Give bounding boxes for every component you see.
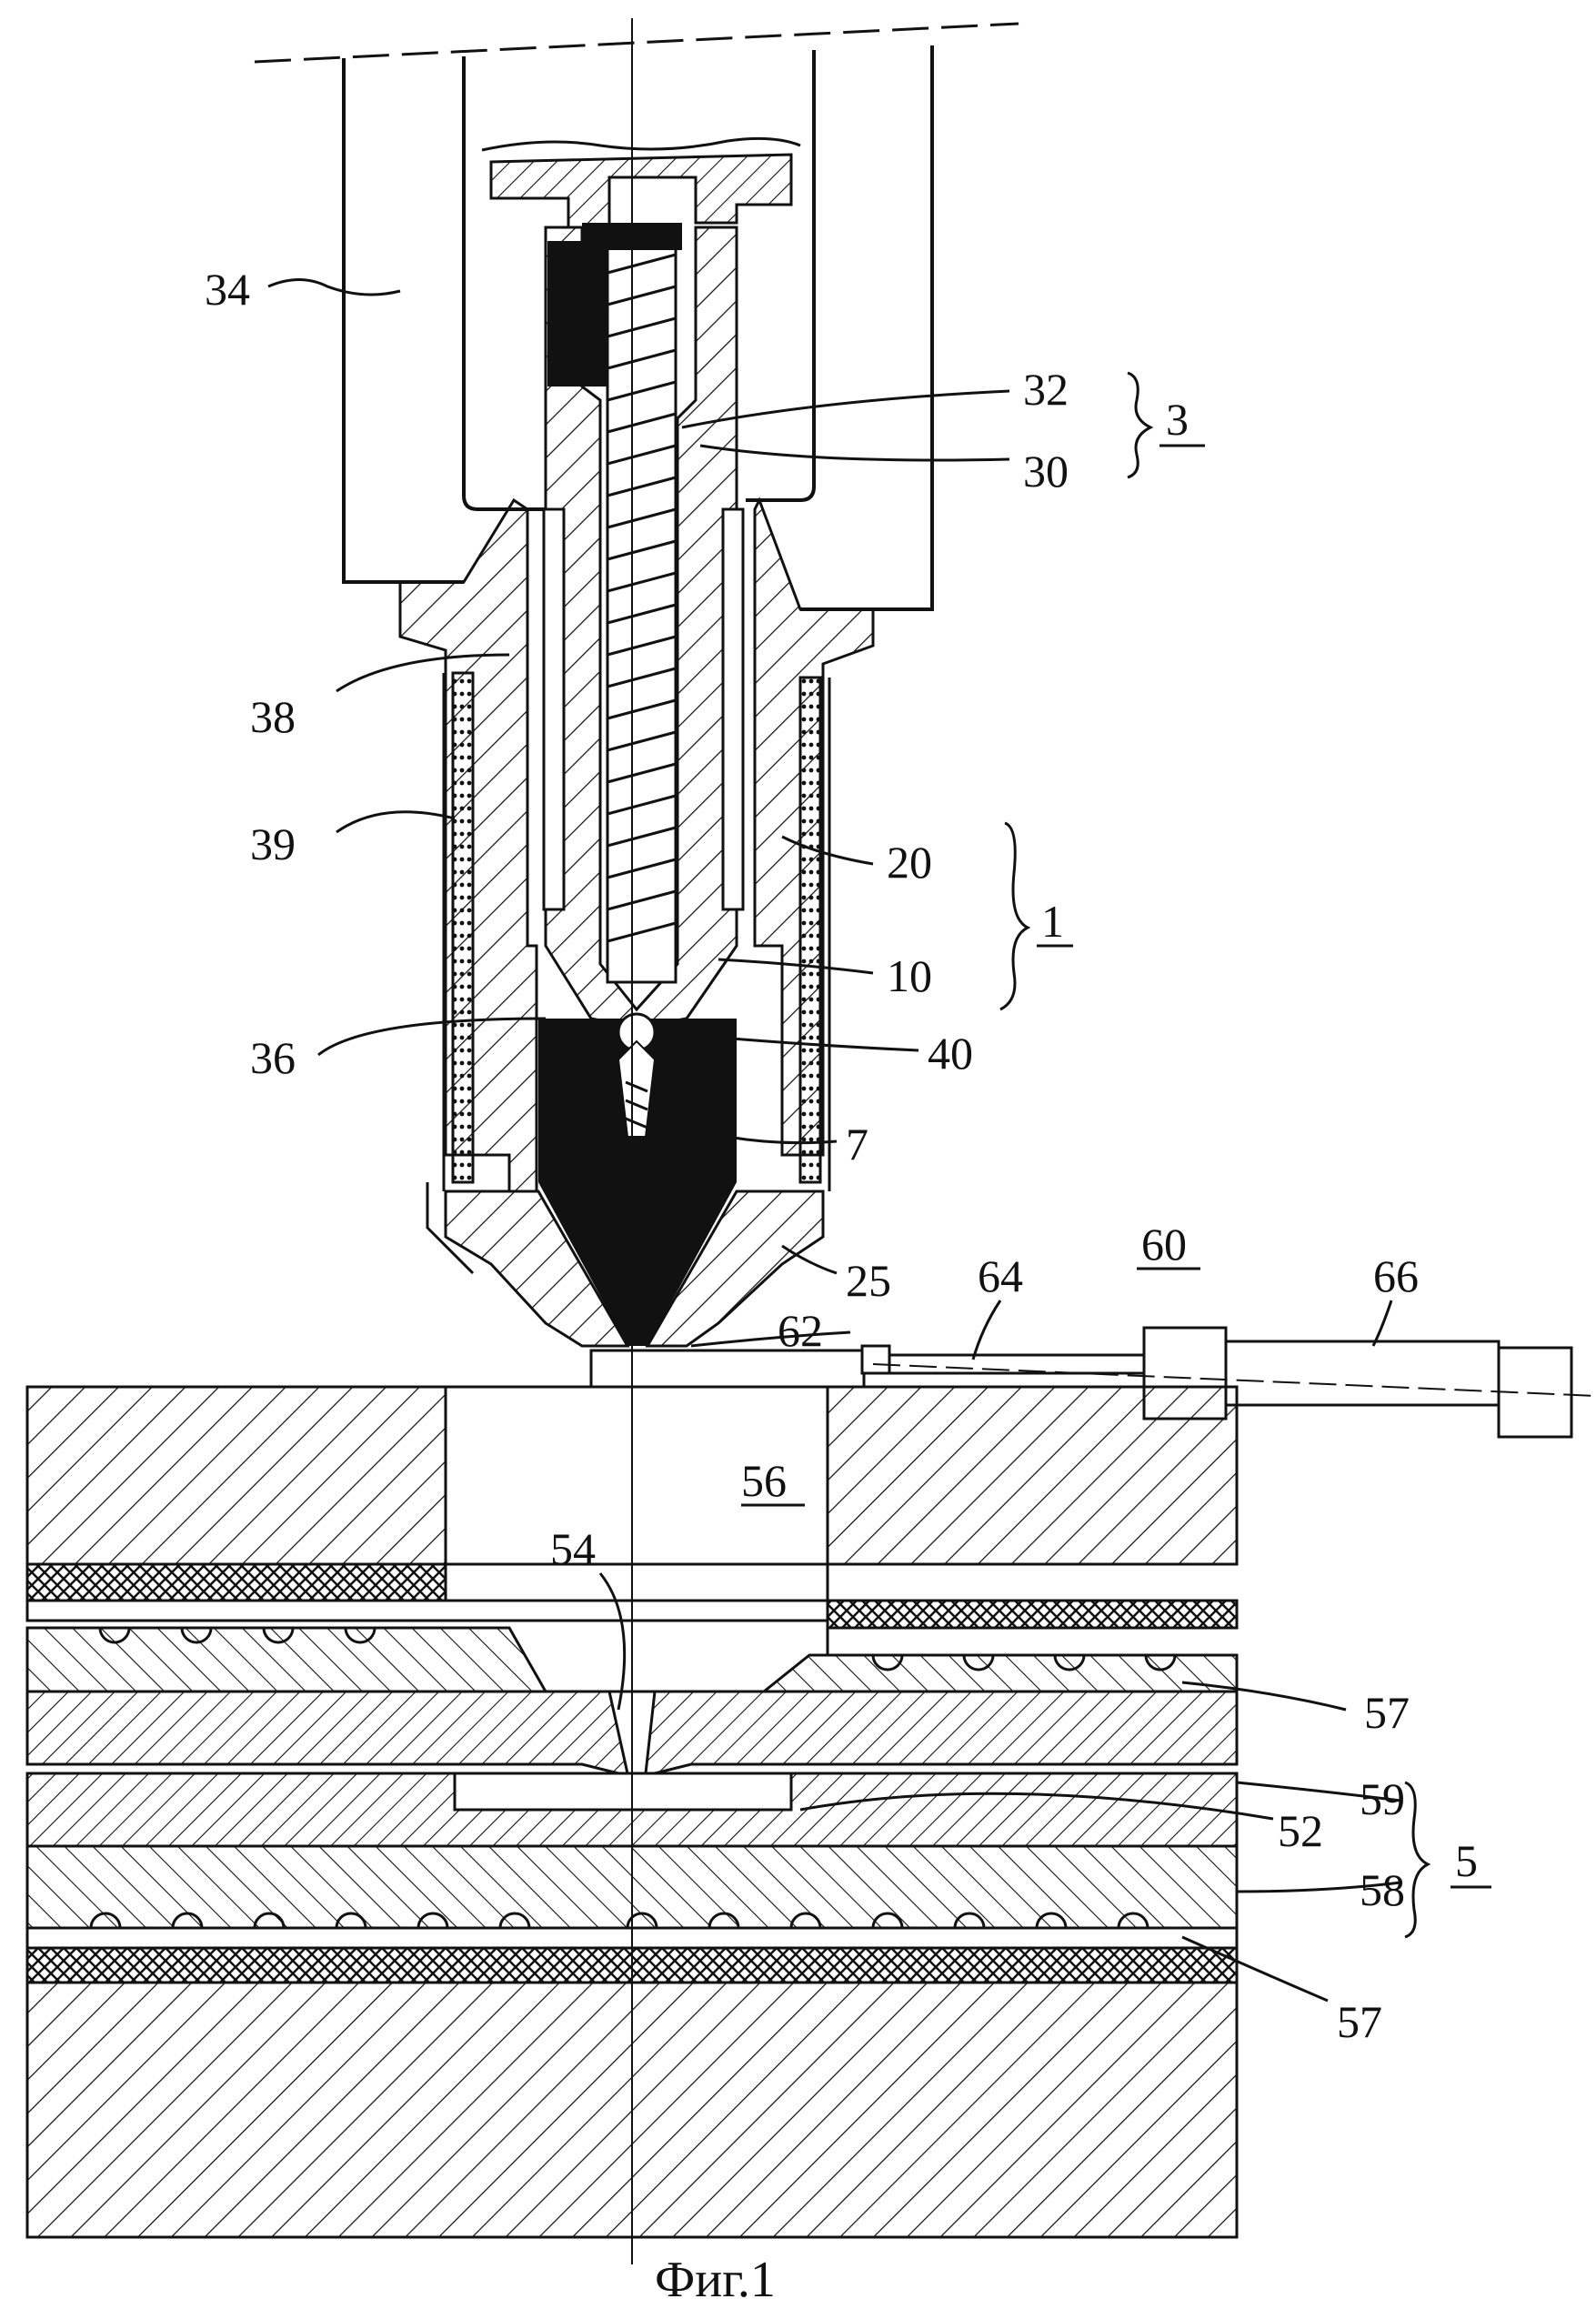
label-56: 56 — [741, 1455, 787, 1506]
label-30: 30 — [1023, 446, 1069, 497]
label-57-lower: 57 — [1337, 1996, 1382, 2047]
label-57-upper: 57 — [1364, 1687, 1410, 1738]
label-64: 64 — [978, 1250, 1023, 1301]
figure-caption: Фиг.1 — [655, 2252, 776, 2308]
label-10: 10 — [887, 950, 932, 1001]
label-58: 58 — [1360, 1864, 1405, 1915]
label-38: 38 — [250, 691, 296, 742]
label-52: 52 — [1278, 1805, 1323, 1856]
label-20: 20 — [887, 837, 932, 888]
label-32: 32 — [1023, 364, 1069, 415]
label-66: 66 — [1373, 1250, 1419, 1301]
cap-block — [482, 138, 800, 227]
label-39: 39 — [250, 818, 296, 869]
label-5: 5 — [1455, 1835, 1478, 1886]
label-25: 25 — [846, 1255, 891, 1306]
label-36: 36 — [250, 1032, 296, 1083]
label-59: 59 — [1360, 1773, 1405, 1824]
spring-coil — [607, 227, 676, 982]
label-62: 62 — [778, 1305, 823, 1356]
label-34: 34 — [205, 264, 250, 315]
break-line — [255, 24, 1019, 62]
label-54: 54 — [550, 1523, 596, 1574]
label-40: 40 — [928, 1028, 973, 1079]
label-3: 3 — [1166, 394, 1189, 445]
label-60: 60 — [1141, 1219, 1187, 1270]
label-7: 7 — [846, 1119, 868, 1170]
label-1: 1 — [1041, 896, 1064, 947]
